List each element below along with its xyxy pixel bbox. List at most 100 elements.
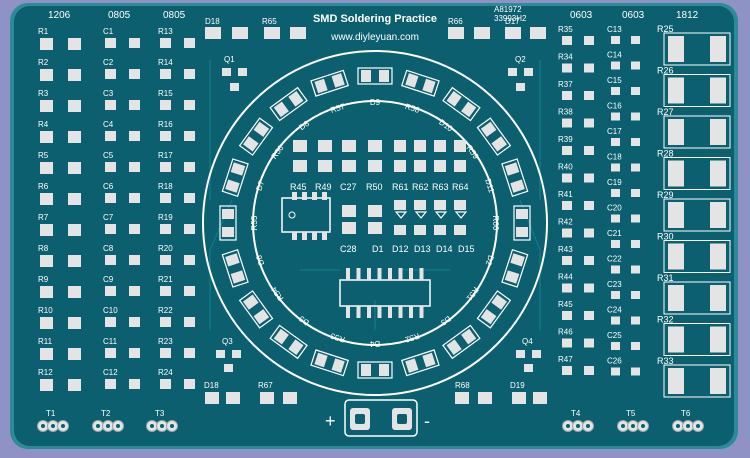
drill-hole xyxy=(696,424,700,428)
component-label: R41 xyxy=(558,190,573,199)
solder-pad xyxy=(68,317,81,329)
ring-component xyxy=(269,324,308,360)
ic-pin xyxy=(409,268,413,280)
solder-pad xyxy=(584,146,594,155)
solder-pad xyxy=(222,227,234,237)
solder-pad xyxy=(68,69,81,81)
solder-pad xyxy=(40,379,53,391)
solder-pad xyxy=(461,101,477,118)
solder-pad xyxy=(129,100,140,110)
component-label: R10 xyxy=(38,306,53,315)
label-d14: D14 xyxy=(436,244,453,254)
ring-label: D11 xyxy=(483,178,496,195)
label-r63: R63 xyxy=(432,182,449,192)
component-label: R12 xyxy=(38,368,53,377)
component-label: C23 xyxy=(607,280,622,289)
component-label: R7 xyxy=(38,213,49,222)
solder-pad xyxy=(160,224,171,234)
component-label: R39 xyxy=(558,135,573,144)
solder-pad xyxy=(611,112,620,121)
ring-component xyxy=(357,361,393,379)
ring-label: R58 xyxy=(404,102,421,115)
solder-pad xyxy=(631,112,640,121)
label-r50: R50 xyxy=(366,182,383,192)
drill-hole xyxy=(51,424,55,428)
solder-pad xyxy=(710,243,726,270)
solder-pad xyxy=(184,100,195,110)
solder-pad xyxy=(40,317,53,329)
solder-pad xyxy=(611,316,620,325)
component-outline xyxy=(401,349,440,377)
solder-pad xyxy=(562,228,572,238)
solder-pad xyxy=(129,69,140,79)
solder-pad xyxy=(611,214,620,223)
solder-pad xyxy=(160,162,171,172)
solder-pad xyxy=(510,253,525,267)
solder-pad xyxy=(361,364,371,376)
drill-hole xyxy=(676,424,680,428)
ic-pin xyxy=(356,268,361,280)
component-label: R46 xyxy=(558,328,573,337)
component-outline xyxy=(238,117,274,156)
ring-component xyxy=(442,86,481,122)
component-outline xyxy=(501,158,529,197)
component-label: C16 xyxy=(607,102,622,111)
solder-pad xyxy=(631,87,640,95)
solder-pad xyxy=(461,328,477,345)
solder-pad xyxy=(361,70,371,82)
component-label: R25 xyxy=(657,24,674,34)
component-label: R37 xyxy=(558,80,573,89)
ic-pin xyxy=(398,268,403,280)
solder-pad xyxy=(184,348,195,358)
ring-label: D9 xyxy=(370,98,381,107)
ring-label: D7 xyxy=(255,179,267,192)
solder-pad xyxy=(584,201,594,210)
solder-pad xyxy=(710,119,726,145)
component-label: R27 xyxy=(657,107,674,117)
solder-pad xyxy=(422,78,436,94)
solder-pad xyxy=(105,286,116,296)
component-label: R45 xyxy=(558,300,573,309)
label-q1: Q1 xyxy=(224,55,235,64)
component-label: C18 xyxy=(607,153,622,162)
component-label: C26 xyxy=(607,357,622,366)
component-label: C3 xyxy=(103,89,114,98)
solder-pad xyxy=(68,379,81,391)
solder-pad xyxy=(710,202,726,228)
solder-pad xyxy=(160,193,171,203)
solder-pad xyxy=(611,265,620,274)
label-r45: R45 xyxy=(290,182,307,192)
solder-pad xyxy=(631,265,640,274)
component-label: R38 xyxy=(558,108,573,117)
solder-pad xyxy=(105,224,116,234)
ic-pin xyxy=(419,268,424,280)
ring-label: R52 xyxy=(403,331,420,344)
solder-pad xyxy=(668,326,684,353)
label-d18-bottom: D18 xyxy=(204,381,219,390)
solder-pad xyxy=(184,224,195,234)
drill-hole xyxy=(686,424,690,428)
solder-pad xyxy=(40,286,53,298)
label-r64: R64 xyxy=(452,182,469,192)
component-label: R1 xyxy=(38,27,49,36)
solder-pad xyxy=(562,36,572,45)
solder-pad xyxy=(668,202,684,228)
component-label: R17 xyxy=(158,151,173,160)
solder-pad xyxy=(611,342,620,350)
inner-ring xyxy=(252,100,498,346)
solder-pad xyxy=(611,61,620,70)
label-d1: D1 xyxy=(372,244,384,254)
component-label: C22 xyxy=(607,255,622,264)
component-label: R6 xyxy=(38,182,49,191)
ic-pin xyxy=(346,268,350,280)
solder-pad xyxy=(631,163,640,172)
solder-pad xyxy=(584,173,594,183)
component-label: C7 xyxy=(103,213,114,222)
solder-pad xyxy=(446,91,462,107)
solder-pad xyxy=(68,38,81,50)
component-label: C6 xyxy=(103,182,114,191)
solder-pad xyxy=(584,338,594,348)
component-label: R29 xyxy=(657,190,674,200)
